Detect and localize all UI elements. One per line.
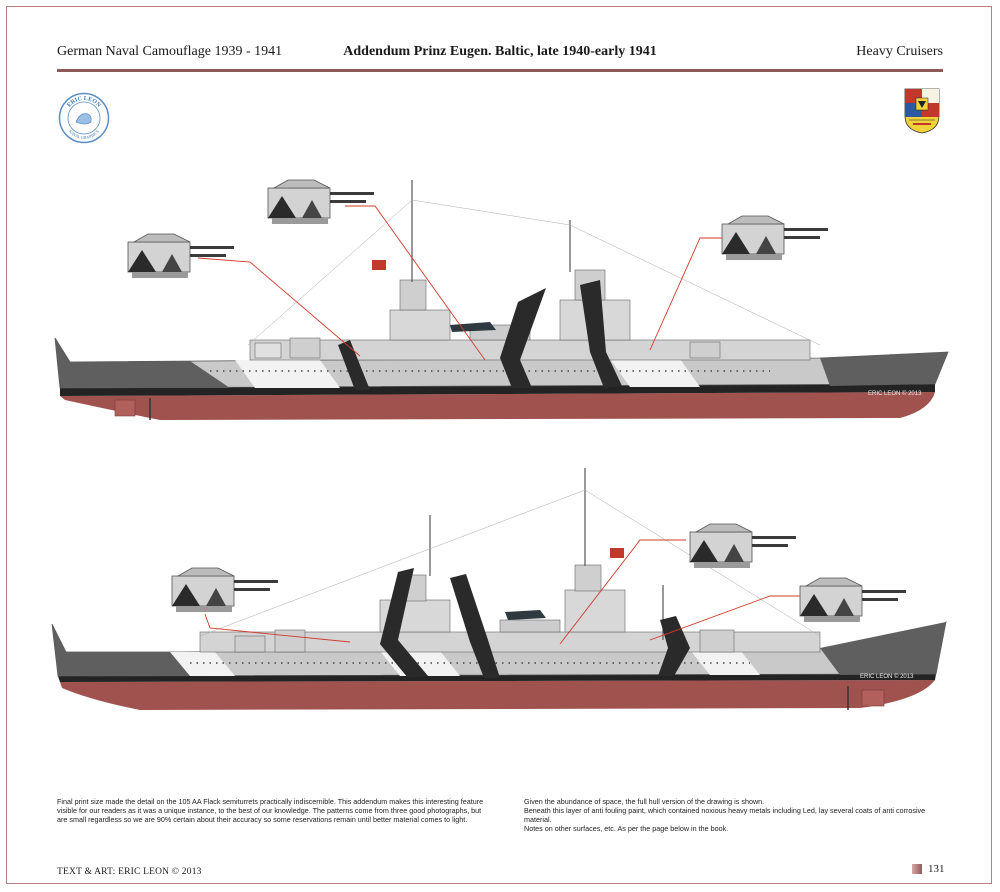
bottom-detail-turret-aft [799,577,907,623]
prinz-eugen-crest-icon [904,88,940,134]
notes-left-text: Final print size made the detail on the … [57,797,484,824]
top-detail-turret-aft [721,215,829,261]
top-ship-watermark: ERIC LEON © 2013 [868,390,922,397]
top-detail-turret-fore [127,233,235,279]
top-ship-profile: ERIC LEON © 2013 [54,179,949,420]
header-series-title: German Naval Camouflage 1939 - 1941 [57,44,283,59]
page-number: 131 [928,863,945,875]
notes-right-line-3: Notes on other surfaces, etc. As per the… [524,824,729,833]
header-plate-title: Addendum Prinz Eugen. Baltic, late 1940-… [343,44,657,59]
notes-right-line-2: Beneath this layer of anti fouling paint… [524,806,926,824]
header-rule [57,69,943,72]
bottom-ship-profile: ERIC LEON © 2013 [51,468,947,710]
bottom-detail-turret-mid [689,523,797,569]
page-frame [6,6,992,884]
notes-right: Given the abundance of space, the full h… [524,797,944,833]
notes-right-line-1: Given the abundance of space, the full h… [524,797,765,806]
bottom-detail-turret-fore [171,567,279,613]
eric-leon-seal-logo: ERIC LEON NAVAL GRAPHICS [58,92,110,144]
bottom-ship-watermark: ERIC LEON © 2013 [860,673,914,680]
top-detail-turret-mid [267,179,375,225]
notes-left: Final print size made the detail on the … [57,797,485,824]
page-marker-swatch [912,864,922,874]
header-category: Heavy Cruisers [856,44,943,59]
page-header: German Naval Camouflage 1939 - 1941 Adde… [57,44,943,64]
footer-credit: TEXT & ART: ERIC LEON © 2013 [57,867,202,877]
